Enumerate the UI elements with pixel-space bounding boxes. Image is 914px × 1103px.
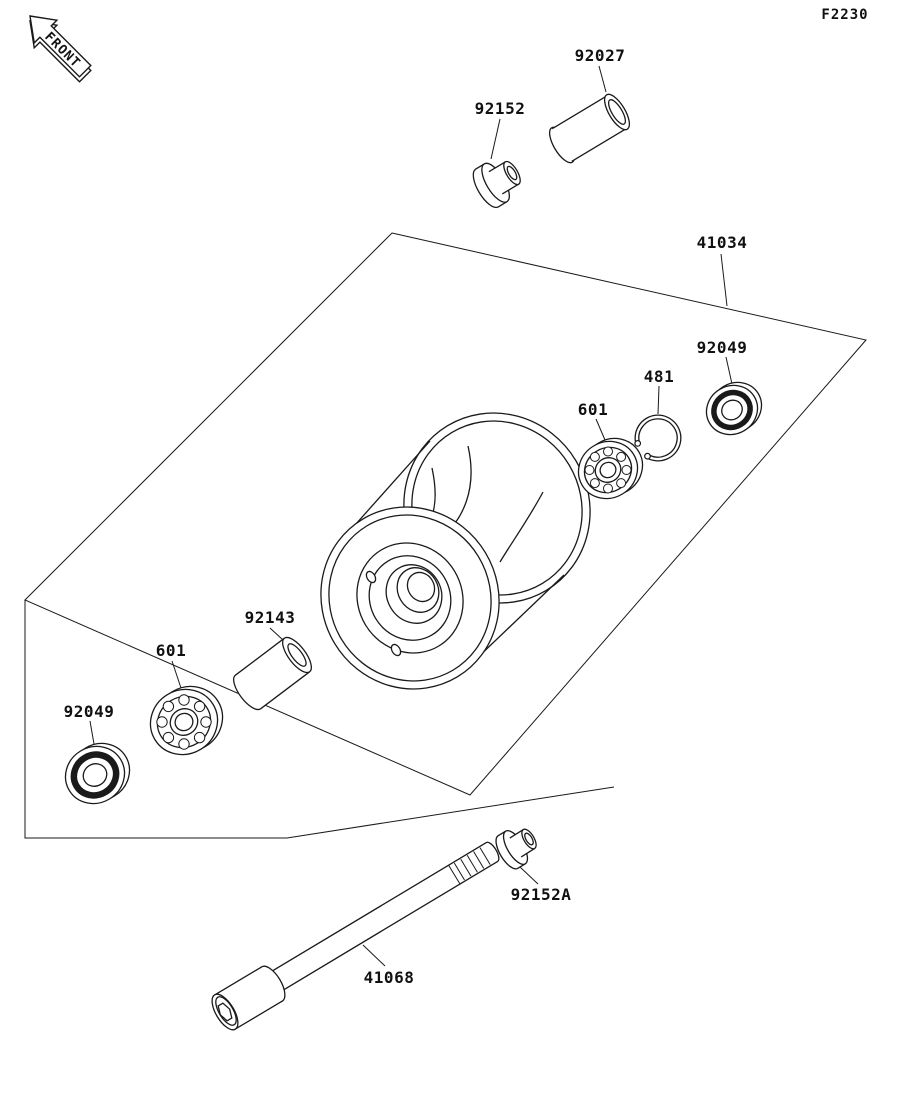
axle-41068-drawing bbox=[211, 841, 500, 1031]
part-label-92049-left: 92049 bbox=[63, 702, 115, 721]
part-label-481: 481 bbox=[643, 367, 675, 386]
front-arrow-icon: FRONT bbox=[29, 15, 92, 83]
grommet-92152-drawing bbox=[472, 160, 521, 209]
bearing-601-left-drawing bbox=[149, 685, 224, 756]
wheel-hub-41034-drawing bbox=[320, 412, 591, 690]
part-label-92152a: 92152A bbox=[510, 885, 572, 904]
part-label-601-left: 601 bbox=[155, 641, 187, 660]
construction-lines bbox=[24, 232, 867, 839]
part-label-601-right: 601 bbox=[577, 400, 609, 419]
spacer-92143-drawing bbox=[233, 636, 312, 711]
figure-code: F2230 bbox=[821, 7, 869, 23]
oil-seal-92049-left-drawing bbox=[64, 742, 131, 805]
part-label-92027: 92027 bbox=[574, 46, 626, 65]
part-label-92143: 92143 bbox=[244, 608, 296, 627]
part-label-92152: 92152 bbox=[474, 99, 526, 118]
leader-lines bbox=[89, 65, 733, 967]
oil-seal-92049-right-drawing bbox=[705, 381, 763, 436]
part-label-92049-right: 92049 bbox=[696, 338, 748, 357]
part-label-41034: 41034 bbox=[696, 233, 748, 252]
bearing-601-right-drawing bbox=[577, 437, 644, 500]
collar-92027-drawing bbox=[548, 93, 631, 164]
axle-thread-ticks bbox=[448, 847, 491, 885]
grommet-92152a-drawing bbox=[495, 828, 537, 870]
circlip-481-drawing bbox=[634, 414, 682, 462]
part-label-41068: 41068 bbox=[363, 968, 415, 987]
hex-socket bbox=[217, 1002, 233, 1022]
